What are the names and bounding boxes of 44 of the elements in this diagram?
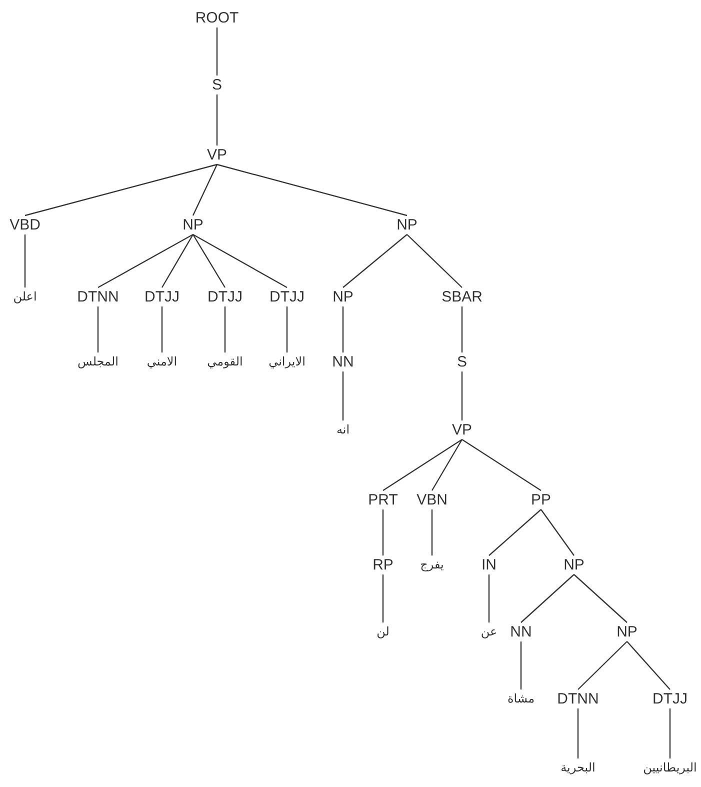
tree-branch (192, 164, 218, 216)
tree-branch (520, 642, 522, 690)
tree-branch (161, 234, 194, 288)
tree-branch (461, 372, 463, 420)
tree-branch (488, 574, 490, 622)
tree-branch (382, 510, 384, 556)
tree-branch (406, 234, 462, 288)
word-label: الامني (146, 354, 178, 370)
tree-branch (431, 510, 433, 556)
tree-branch (577, 708, 579, 758)
tree-branch (216, 94, 218, 146)
word-label: اعلن (12, 288, 38, 306)
tree-branch (520, 574, 574, 623)
word-label: المجلس (76, 354, 120, 370)
tree-branch (540, 509, 574, 556)
tree-branch (286, 306, 288, 352)
tree-branch (461, 306, 463, 352)
tree-branch (98, 234, 194, 288)
tree-branch (342, 234, 408, 288)
tree-branch (342, 306, 344, 352)
tree-branch (24, 164, 218, 216)
tree-branch (216, 164, 408, 216)
tree-branch (161, 306, 163, 352)
tree-branch (382, 574, 384, 622)
tree-branch (574, 574, 628, 623)
tree-branch (669, 708, 671, 758)
tree-branch (462, 439, 542, 491)
word-label: البريطانيين (642, 760, 698, 776)
tree-branch (342, 372, 344, 420)
tree-branch (216, 28, 218, 76)
word-label: لن (376, 624, 390, 640)
tree-branch (382, 439, 462, 491)
word-label: الايراني (268, 354, 306, 370)
tree-branch (224, 306, 226, 352)
word-label: القومي (206, 354, 244, 370)
tree-branch (626, 641, 670, 690)
tree-branch (192, 234, 226, 288)
tree-branch (192, 234, 288, 288)
tree-branch (97, 306, 99, 352)
tree-branch (24, 234, 26, 288)
tree-branch (431, 439, 463, 491)
tree-branch (578, 641, 628, 690)
tree-branch (488, 509, 542, 556)
word-label: البحرية (560, 760, 596, 776)
